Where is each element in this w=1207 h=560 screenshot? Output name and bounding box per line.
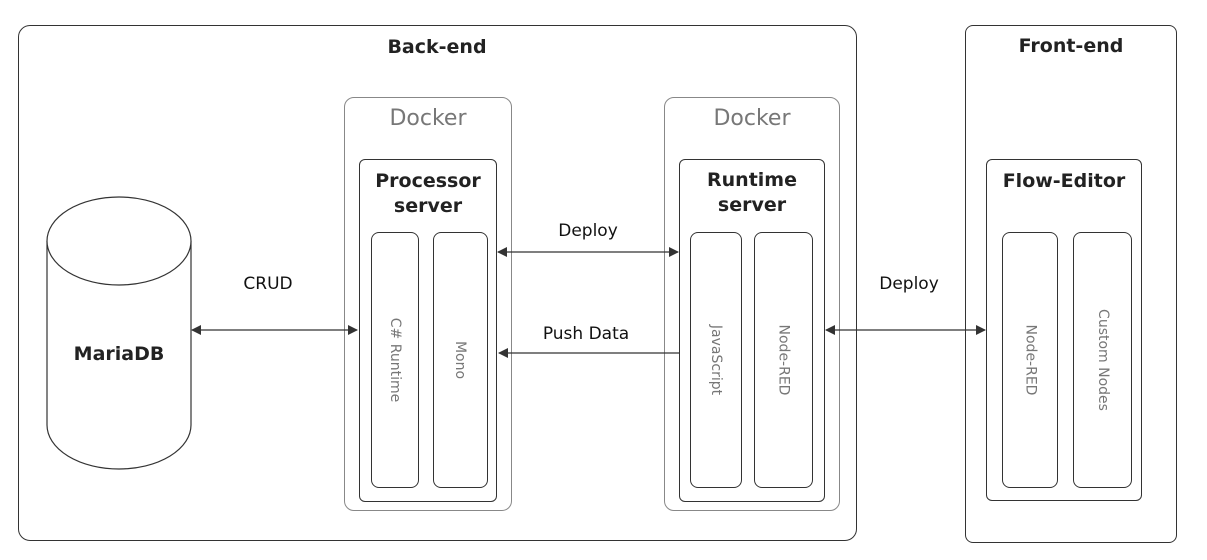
- docker-label-processor: Docker: [389, 106, 467, 131]
- docker-label-runtime: Docker: [713, 106, 791, 131]
- component-csharp-runtime: [371, 232, 419, 488]
- docker-container-runtime: [664, 97, 840, 511]
- flow-editor-title: Flow-Editor: [1002, 170, 1126, 192]
- frontend-title: Front-end: [1018, 35, 1124, 57]
- database-cylinder: [46, 196, 192, 470]
- docker-container-processor: [344, 97, 512, 511]
- flow-editor-box: [986, 159, 1142, 501]
- crud-label: CRUD: [243, 274, 293, 294]
- processor-server-box: [359, 159, 497, 502]
- frontend-container: [965, 25, 1177, 543]
- runtime-server-title: Runtime server: [707, 169, 797, 216]
- deploy-external-label: Deploy: [879, 274, 939, 294]
- push-data-label: Push Data: [542, 324, 630, 344]
- processor-server-title: Processor server: [375, 170, 481, 217]
- backend-title: Back-end: [387, 36, 487, 58]
- component-node-red-editor: [1002, 232, 1058, 488]
- component-node-red-runtime: [754, 232, 813, 488]
- component-custom-nodes: [1073, 232, 1132, 488]
- runtime-server-box: [679, 159, 825, 502]
- deploy-internal-label: Deploy: [558, 221, 618, 241]
- component-mono: [433, 232, 488, 488]
- database-label: MariaDB: [73, 343, 165, 365]
- backend-container: [18, 25, 857, 541]
- component-javascript: [690, 232, 742, 488]
